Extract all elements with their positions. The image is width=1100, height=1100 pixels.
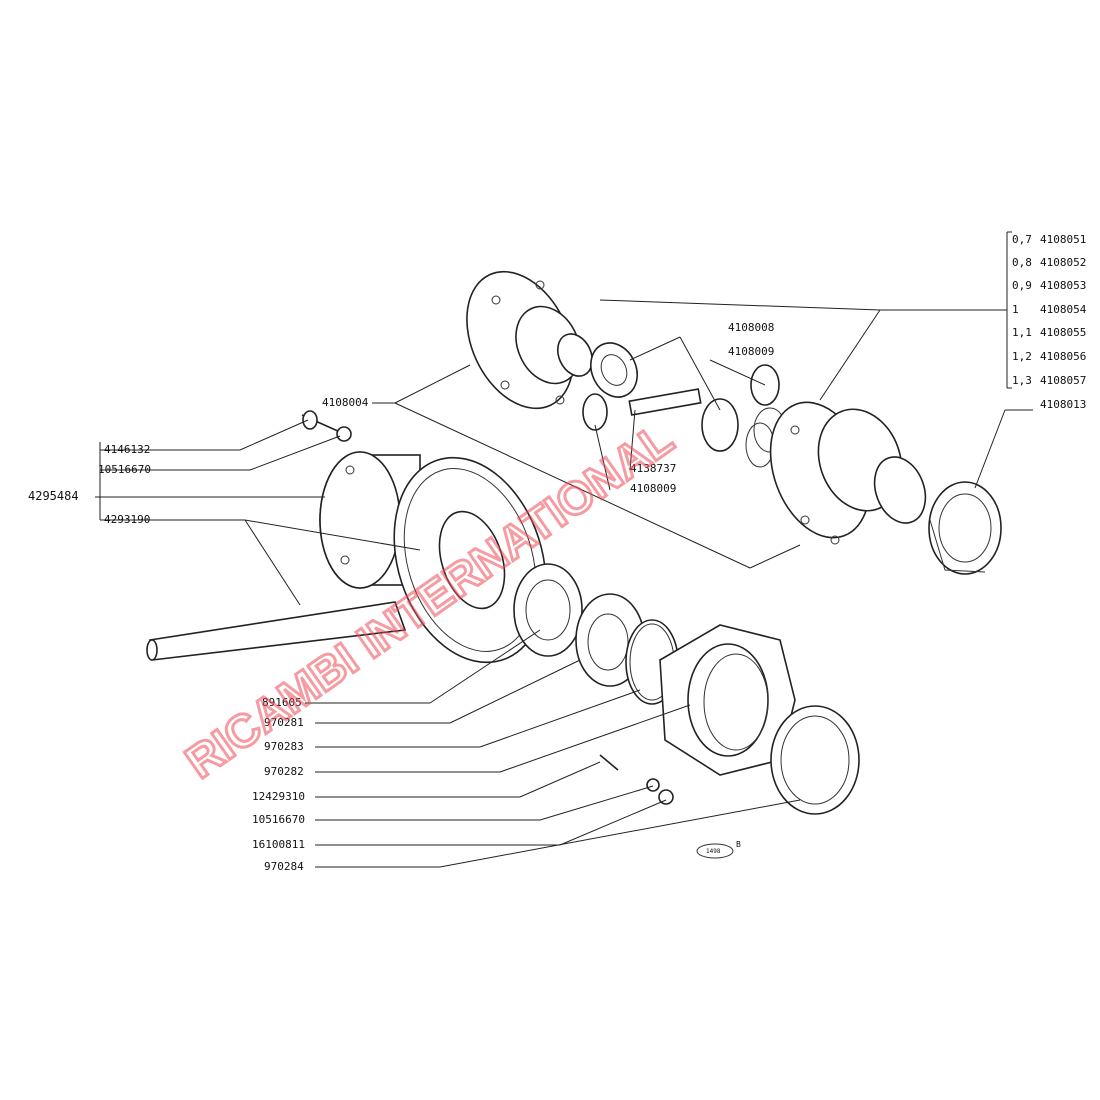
label-left-7: 970282 [264, 765, 304, 778]
shim-code-3: 4108053 [1040, 279, 1086, 292]
crown-wheel [393, 456, 547, 664]
label-left-11: 970284 [264, 860, 304, 873]
shim-size-7: 1,3 [1012, 374, 1032, 387]
label-mid-5: 4108009 [630, 482, 676, 495]
label-right-single: 4108013 [1040, 398, 1086, 411]
label-mid-2: 4108008 [728, 321, 774, 334]
axle-shaft [146, 601, 407, 661]
label-mid-4: 4138737 [630, 462, 676, 475]
label-mid-1: 4108004 [322, 396, 369, 409]
shim-code-4: 4108054 [1040, 303, 1087, 316]
shim-size-1: 0,7 [1012, 233, 1032, 246]
label-left-1: 4146132 [104, 443, 150, 456]
shim-size-5: 1,1 [1012, 326, 1032, 339]
right-differential-case [769, 401, 927, 545]
ring-nut [770, 705, 860, 815]
leader-lines [95, 231, 1033, 868]
plate-number: 1498 B [696, 840, 741, 859]
plate-number-text: 1498 [706, 848, 721, 855]
shim-code-6: 4108056 [1040, 350, 1086, 363]
upper-flange-housing [466, 270, 594, 410]
label-group: 4295484 [28, 489, 79, 503]
shim-size-6: 1,2 [1012, 350, 1032, 363]
label-left-2: 10516670 [98, 463, 151, 476]
shim-code-2: 4108052 [1040, 256, 1086, 269]
label-left-4: 891605 [262, 696, 302, 709]
middle-labels: 4108004 4108008 4108009 4138737 4108009 [322, 321, 774, 495]
label-left-3: 4293190 [104, 513, 150, 526]
shim-code-1: 4108051 [1040, 233, 1086, 246]
label-mid-3: 4108009 [728, 345, 774, 358]
label-left-8: 12429310 [252, 790, 305, 803]
shim-size-4: 1 [1012, 303, 1019, 316]
shim-size-2: 0,8 [1012, 256, 1032, 269]
bearing-stack [513, 563, 679, 705]
label-left-9: 10516670 [252, 813, 305, 826]
shim-code-5: 4108055 [1040, 326, 1086, 339]
label-left-10: 16100811 [252, 838, 305, 851]
label-left-6: 970283 [264, 740, 304, 753]
shim-size-3: 0,9 [1012, 279, 1032, 292]
small-hardware [301, 410, 674, 805]
left-labels: 4146132 10516670 4295484 4293190 891605 … [28, 443, 305, 873]
right-sleeve [928, 481, 1002, 575]
label-left-5: 970281 [264, 716, 304, 729]
right-shim-list: 0,7 4108051 0,8 4108052 0,9 4108053 1 41… [1012, 233, 1087, 411]
shim-code-7: 4108057 [1040, 374, 1086, 387]
plate-suffix: B [736, 840, 741, 849]
